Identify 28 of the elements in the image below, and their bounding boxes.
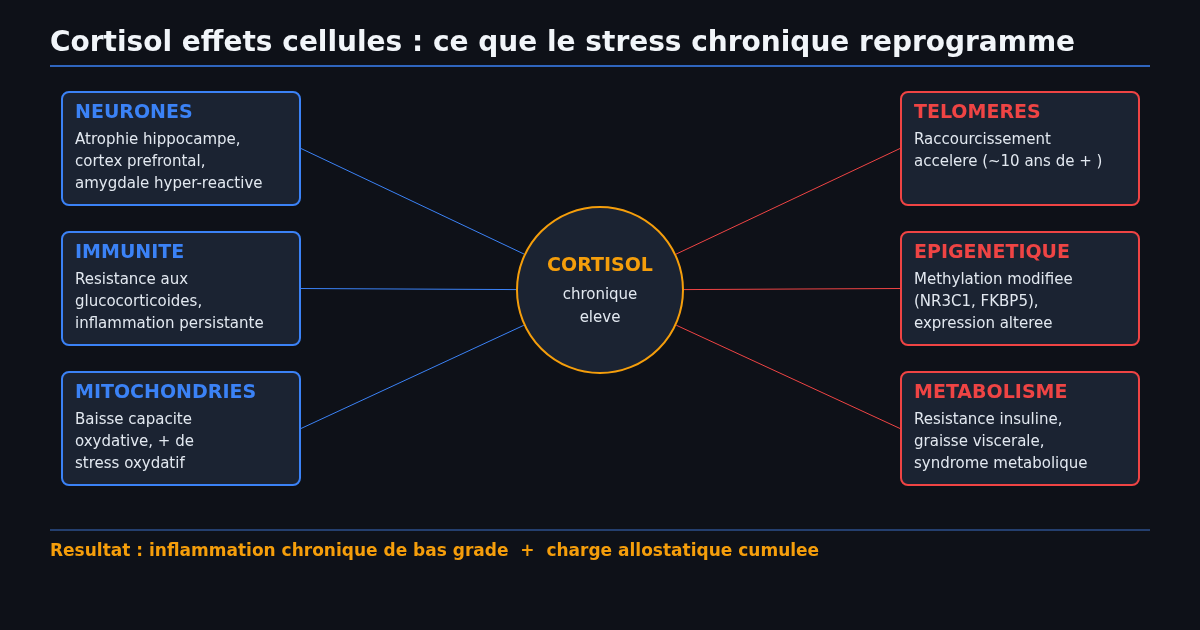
effect-card [61,91,301,206]
card-text: Methylation modifiee (NR3C1, FKBP5), expression alteree [914,269,1074,334]
effect-card [61,371,301,486]
card-heading: NEURONES [75,99,194,123]
card-heading: TELOMERES [914,99,1042,123]
connector-line [675,324,901,429]
connector-line [683,288,901,291]
summary-text: Resultat : inflammation chronique de bas grade + charge allostatique cumulee [50,539,820,561]
effect-card [900,91,1140,206]
effect-card [900,231,1140,346]
connector-line [300,148,525,255]
connector-line [675,148,901,255]
hub-heading: CORTISOL [547,251,653,276]
card-text: Baisse capacite oxydative, + de stress oxydatif [75,409,195,474]
effect-card [61,231,301,346]
hub-text: chronique eleve [561,283,639,328]
card-heading: IMMUNITE [75,239,186,263]
effect-card [900,371,1140,486]
card-heading: EPIGENETIQUE [914,239,1072,263]
card-heading: MITOCHONDRIES [75,379,258,403]
card-heading: METABOLISME [914,379,1069,403]
card-text: Raccourcissement accelere (~10 ans de + ) [914,129,1104,172]
card-text: Resistance aux glucocorticoides, inflammation persistante [75,269,265,334]
card-text: Atrophie hippocampe, cortex prefrontal, amygdale hyper-reactive [75,129,264,194]
connector-line [300,324,525,429]
title: Cortisol effets cellules : ce que le stress chronique reprogramme [50,24,1076,60]
card-text: Resistance insuline, graisse viscerale, syndrome metabolique [914,409,1089,474]
connector-line [300,288,517,291]
